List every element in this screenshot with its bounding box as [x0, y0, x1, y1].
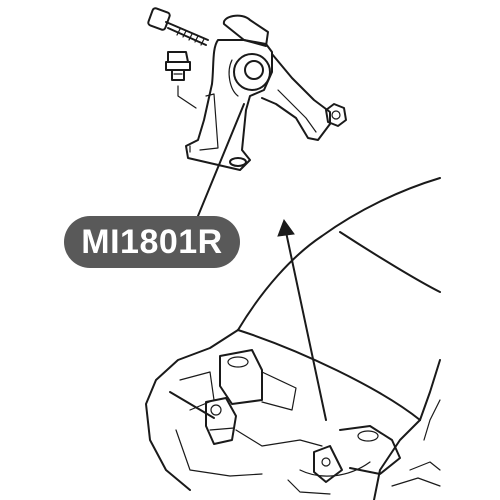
car-outline: [145, 177, 441, 500]
long-bolt: [147, 7, 209, 46]
bolt-leader-line: [177, 85, 197, 109]
small-bolt: [165, 51, 191, 81]
direction-arrow: [277, 218, 327, 421]
part-number-label: MI1801R: [64, 216, 240, 268]
engine-mount: [185, 14, 331, 171]
label-leader-line: [197, 103, 245, 217]
nut: [325, 103, 347, 127]
